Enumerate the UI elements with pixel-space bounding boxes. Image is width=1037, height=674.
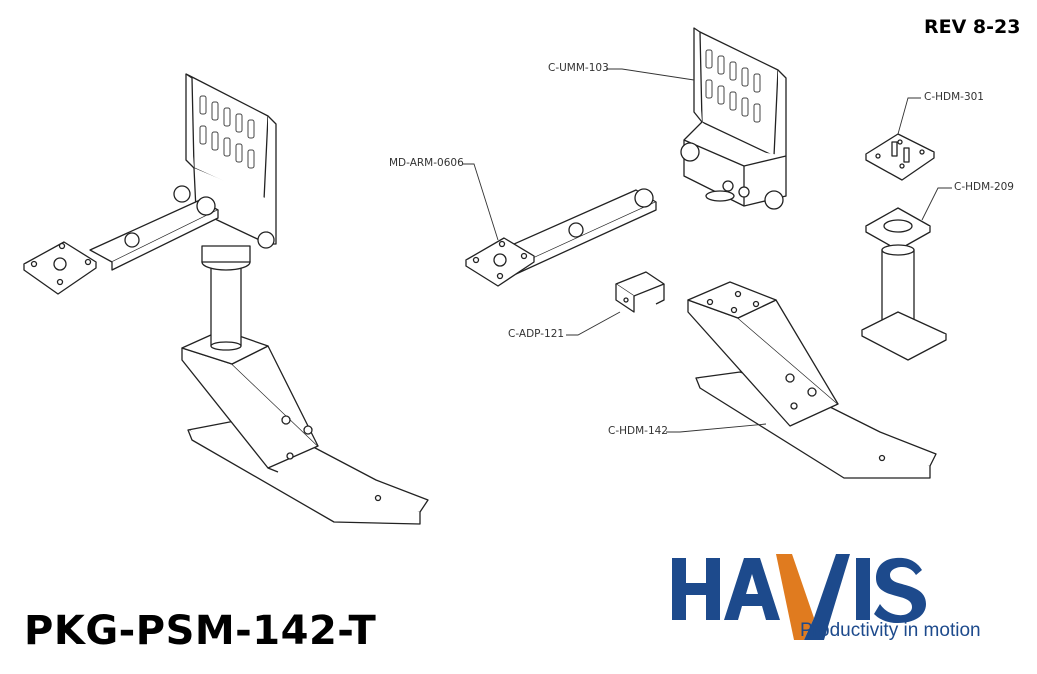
leader-lines — [462, 68, 952, 433]
part-c-hdm-142 — [687, 281, 937, 479]
havis-logo — [672, 554, 926, 640]
part-label-c-umm-103: C-UMM-103 — [548, 62, 609, 74]
part-md-arm-0606 — [465, 188, 657, 287]
part-label-c-hdm-301: C-HDM-301 — [924, 91, 984, 103]
part-c-hdm-209 — [861, 207, 947, 361]
part-label-c-hdm-209: C-HDM-209 — [954, 181, 1014, 193]
part-c-umm-103 — [680, 27, 787, 210]
part-c-hdm-301 — [865, 133, 935, 181]
revision-label: REV 8-23 — [924, 16, 1021, 38]
part-label-c-hdm-142: C-HDM-142 — [608, 425, 668, 437]
havis-wordmark — [672, 554, 926, 640]
part-label-c-adp-121: C-ADP-121 — [508, 328, 565, 340]
brand-tagline: Productivity in motion — [800, 620, 981, 641]
part-label-md-arm-0606: MD-ARM-0606 — [389, 157, 464, 169]
assembled-mount — [23, 73, 429, 525]
part-c-adp-121 — [615, 271, 665, 313]
model-number: PKG-PSM-142-T — [24, 608, 377, 654]
